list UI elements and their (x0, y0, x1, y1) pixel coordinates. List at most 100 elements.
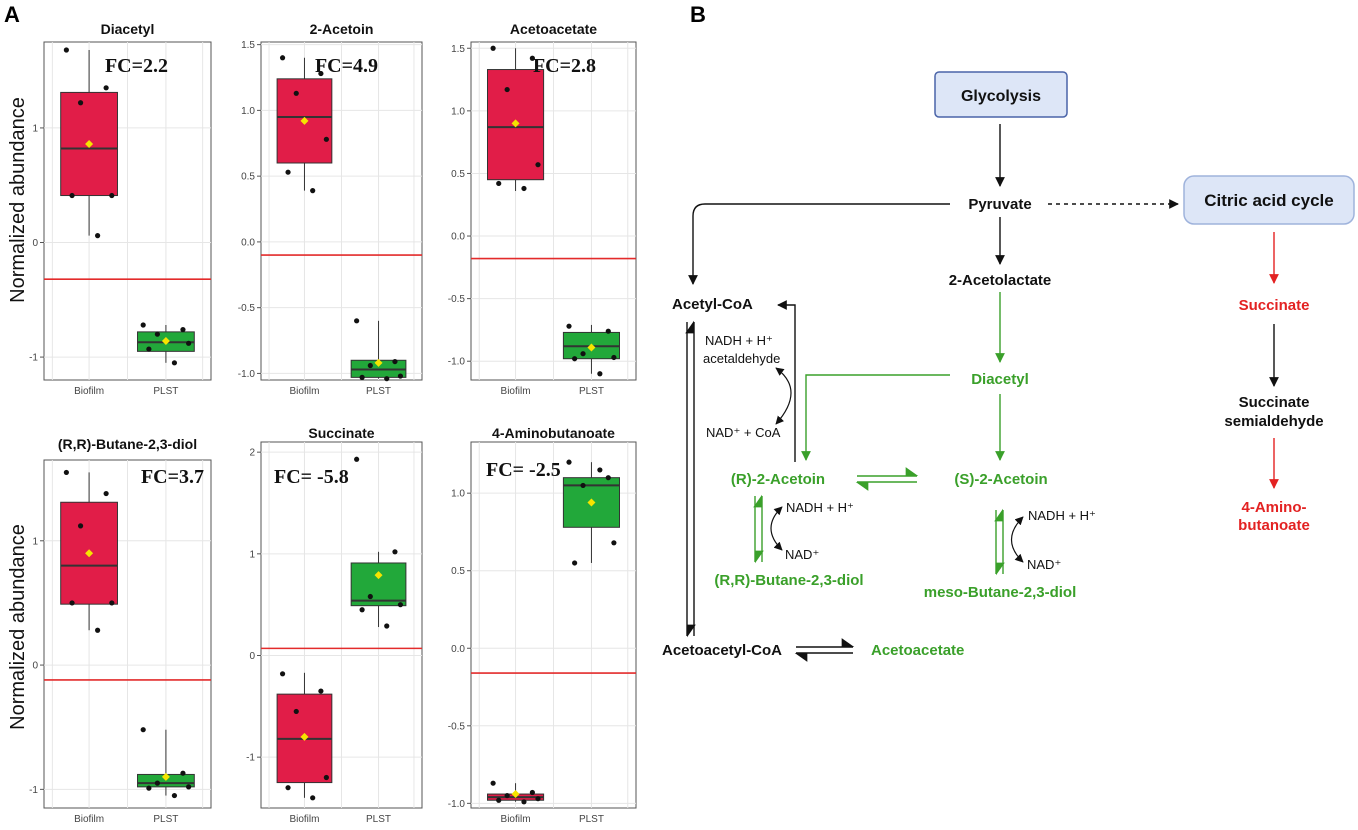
data-point-biofilm (504, 86, 510, 93)
y-tick-label: 0 (32, 238, 38, 249)
data-point-biofilm (279, 671, 286, 677)
cofactor-arc-3 (1010, 516, 1024, 563)
x-tick-label-biofilm: Biofilm (289, 814, 319, 825)
data-point-biofilm (535, 796, 541, 802)
data-point-biofilm (310, 795, 316, 801)
nad-coa-label: NAD⁺ + CoA (706, 425, 781, 440)
glycolysis-box (934, 71, 1068, 118)
data-point-biofilm (109, 192, 115, 199)
y-tick-label: 0.5 (241, 172, 255, 183)
data-point-plst (154, 331, 160, 337)
mean-marker-biofilm (85, 549, 94, 558)
y-tick-label: -1 (246, 753, 255, 764)
arrow-diacetyl-racetoin (801, 374, 950, 461)
data-point-plst (354, 318, 360, 324)
data-point-biofilm (504, 792, 510, 799)
pyruvate-label: Pyruvate (968, 196, 1031, 213)
y-tick-label: -0.5 (448, 721, 466, 732)
data-point-biofilm (529, 789, 535, 796)
data-point-biofilm (77, 523, 84, 529)
data-point-biofilm (521, 185, 527, 192)
y-tick-label: 0 (249, 651, 255, 662)
data-point-biofilm (285, 169, 291, 175)
data-point-biofilm (490, 780, 496, 786)
plot-title: Succinate (308, 425, 374, 441)
mean-marker-plst (374, 571, 383, 580)
citric-acid-cycle-box (1183, 175, 1355, 225)
mean-marker-plst (587, 498, 596, 507)
plot-title: (R,R)-Butane-2,3-diol (58, 436, 197, 452)
data-point-biofilm (103, 85, 109, 91)
acetoacetate-label: Acetoacetate (871, 642, 964, 659)
y-tick-label: 1.0 (451, 489, 465, 500)
cofactor-arc-1 (775, 367, 792, 425)
mean-marker-plst (161, 337, 170, 346)
data-point-biofilm (318, 688, 324, 694)
y-tick-label: 1.0 (451, 106, 465, 117)
data-point-plst (367, 362, 373, 369)
acetolactate-label: 2-Acetolactate (949, 272, 1052, 289)
data-point-biofilm (285, 785, 291, 791)
nad-label-2: NAD⁺ (785, 547, 819, 562)
y-axis-label-top: Normalized abundance (7, 97, 29, 303)
acetoacetyl-coa-label: Acetoacetyl-CoA (662, 642, 782, 659)
y-tick-label: 0.0 (451, 232, 465, 243)
y-tick-label: -1.0 (448, 357, 466, 368)
data-point-biofilm (521, 799, 527, 805)
plot-title: Acetoacetate (510, 21, 597, 37)
data-point-biofilm (293, 90, 299, 96)
data-point-biofilm (63, 469, 69, 476)
nadh-h-label-3: NADH + H⁺ (1028, 508, 1096, 523)
data-point-plst (566, 459, 572, 465)
data-point-biofilm (310, 188, 316, 194)
x-tick-label-biofilm: Biofilm (501, 386, 531, 397)
mean-marker-biofilm (85, 139, 94, 148)
y-tick-label: 0.5 (451, 566, 465, 577)
data-point-biofilm (293, 708, 299, 715)
y-tick-label: -1.0 (238, 369, 256, 380)
y-tick-label: -1.0 (448, 799, 466, 810)
data-point-biofilm (496, 180, 502, 187)
data-point-biofilm (69, 600, 75, 606)
data-point-biofilm (496, 797, 502, 803)
y-tick-label: 1.0 (241, 106, 255, 117)
data-point-plst (605, 475, 611, 481)
y-tick-label: 0 (32, 661, 38, 672)
data-point-biofilm (318, 70, 324, 77)
y-tick-label: 0.0 (241, 237, 255, 248)
glycolysis-label: Glycolysis (961, 88, 1041, 105)
aminobutanoate-line1: 4-Amino- (1242, 499, 1307, 516)
data-point-plst (611, 354, 617, 361)
box-plst (350, 562, 407, 607)
pathway-diagram: Glycolysis Citric acid cycle Pyruvate 2-… (662, 71, 1355, 662)
panel-b-label: B (690, 2, 706, 27)
data-point-plst (597, 371, 603, 377)
data-point-plst (580, 351, 586, 357)
x-tick-label-plst: PLST (579, 386, 604, 397)
data-point-biofilm (490, 45, 496, 51)
data-point-plst (180, 770, 186, 776)
data-point-biofilm (69, 192, 75, 199)
data-point-biofilm (529, 55, 535, 61)
x-tick-label-plst: PLST (153, 814, 178, 825)
data-point-plst (146, 785, 152, 791)
fold-change-label: FC=2.2 (105, 55, 168, 77)
y-tick-label: 1 (32, 536, 38, 547)
data-point-plst (392, 358, 398, 365)
fold-change-label: FC=3.7 (141, 466, 204, 488)
mean-marker-plst (161, 772, 170, 781)
data-point-plst (367, 593, 373, 600)
s-acetoin-label: (S)-2-Acetoin (954, 471, 1047, 488)
x-tick-label-plst: PLST (153, 386, 178, 397)
mean-marker-biofilm (511, 790, 520, 799)
data-point-plst (146, 346, 152, 352)
aminobutanoate-line2: butanoate (1238, 517, 1310, 534)
x-tick-label-biofilm: Biofilm (74, 386, 104, 397)
mean-marker-biofilm (300, 732, 309, 741)
plot-title: Diacetyl (101, 21, 155, 37)
y-tick-label: 1 (32, 123, 38, 134)
y-tick-label: -1 (29, 353, 38, 364)
